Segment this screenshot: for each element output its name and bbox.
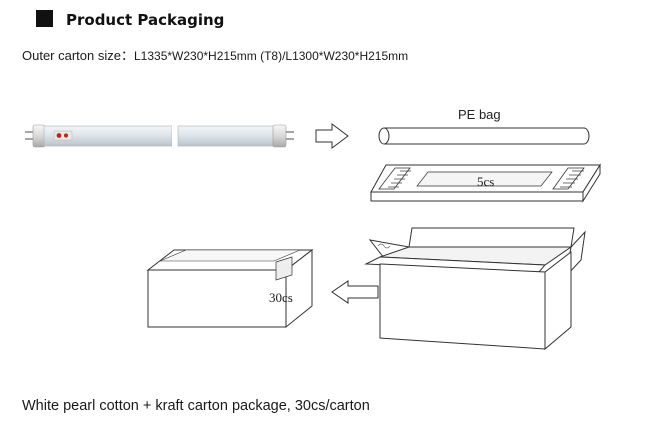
open-carton-illustration bbox=[364, 227, 586, 351]
section-marker-square bbox=[36, 10, 53, 27]
arrow-left-icon bbox=[331, 280, 379, 304]
carton-size-label: Outer carton size： bbox=[22, 48, 134, 63]
arrow-right-icon bbox=[315, 123, 349, 149]
package-description: White pearl cotton + kraft carton packag… bbox=[22, 398, 370, 414]
carton-size-line: Outer carton size：L1335*W230*H215mm (T8)… bbox=[22, 45, 408, 64]
led-tube-illustration bbox=[25, 124, 294, 148]
cotton-tray-illustration bbox=[370, 163, 601, 203]
pe-bag-label: PE bag bbox=[458, 107, 501, 122]
pe-bag-illustration bbox=[378, 127, 590, 145]
section-title: Product Packaging bbox=[66, 11, 225, 29]
tray-count-label: 5cs bbox=[477, 174, 494, 189]
carton-count-label: 30cs bbox=[269, 290, 293, 305]
closed-carton-illustration bbox=[146, 248, 314, 329]
carton-size-value: L1335*W230*H215mm (T8)/L1300*W230*H215mm bbox=[134, 49, 409, 63]
